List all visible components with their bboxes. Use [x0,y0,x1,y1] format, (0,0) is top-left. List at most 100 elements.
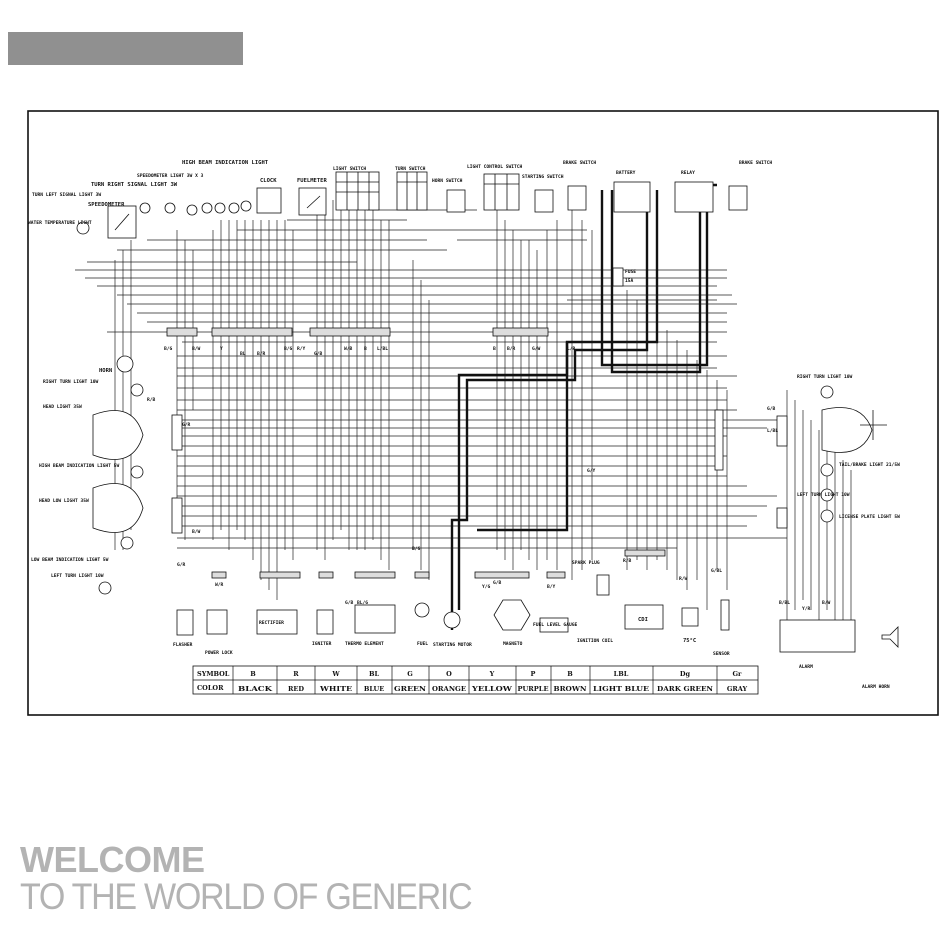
legend-color: BLUE [364,685,384,693]
wire-code: R/Y [297,346,306,352]
label-flasher: FLASHER [173,642,193,648]
legend-color: DARK GREEN [657,685,713,693]
wire-code: B/R [257,351,266,357]
legend-symbol: Dg [680,670,691,678]
label-fuel-level-gauge: FUEL LEVEL GAUGE [533,622,577,628]
wire-code: R/B [623,558,632,564]
label-light-switch: LIGHT SWITCH [333,166,366,172]
label-left-turn-light-front: LEFT TURN LIGHT 10W [51,573,104,579]
wire-code: L/R [567,346,576,352]
wire-code: G/Y [587,468,596,474]
wire-code: G/R [177,562,186,568]
label-right-turn-light-rear: RIGHT TURN LIGHT 10W [797,374,853,380]
wire-code: B/G [164,346,173,352]
wire-code: G/B [493,580,502,586]
label-spark-plug: SPARK PLUG [572,560,600,566]
wire-code: B/G [412,546,421,552]
legend-symbol: B [567,670,573,678]
label-starting-motor: STARTING MOTOR [433,642,472,648]
legend-symbol: B [250,670,256,678]
legend-color: RED [288,685,304,693]
label-turn-right-signal: TURN RIGHT SIGNAL LIGHT 3W [91,182,178,188]
legend-color: WHITE [319,685,352,693]
component-labels: HIGH BEAM INDICATION LIGHT SPEEDOMETER L… [28,160,900,690]
legend-symbol: O [446,670,452,678]
wire-code: B/W [192,346,201,352]
legend-color: BLACK [238,685,272,693]
legend-symbol: P [531,670,536,678]
left-components [92,355,183,595]
label-high-beam-5w: HIGH BEAM INDICATION LIGHT 5W [39,463,119,469]
label-low-beam-indication: LOW BEAM INDICATION LIGHT 5W [31,557,109,563]
footer-welcome: WELCOME [20,839,205,880]
wiring-diagram-svg: HIGH BEAM INDICATION LIGHT SPEEDOMETER L… [27,110,939,716]
label-horn-switch: HORN SWITCH [432,178,463,184]
wire-code: B/W [192,529,201,535]
footer-tagline: TO THE WORLD OF GENERIC [20,876,473,917]
label-ignition-coil: IGNITION COIL [577,638,613,644]
wire-code: B [364,346,367,352]
label-license-plate-light: LICENSE PLATE LIGHT 5W [839,514,900,520]
legend-symbol: Y [489,670,495,678]
label-right-turn-light-front: RIGHT TURN LIGHT 10W [43,379,99,385]
wire-code: BL [240,351,246,357]
bottom-components [176,574,899,653]
label-cdi: CDI [638,617,648,623]
wire-code: R/W [679,576,688,582]
footer: WELCOME TO THE WORLD OF GENERIC [20,842,511,916]
label-ignitor: IGNITER [312,641,332,647]
label-fuse: FUSE [625,269,636,275]
legend-color: GREEN [394,685,426,693]
label-tail-brake-light: TAIL/BRAKE LIGHT 21/5W [839,462,900,468]
right-components [714,385,887,529]
label-head-light: HEAD LIGHT 35W [43,404,82,410]
legend-symbol: R [293,670,299,678]
wire-code: B/G [284,346,293,352]
label-brake-switch-right: BRAKE SWITCH [739,160,772,166]
color-legend-table: SYMBOL COLOR B R W BL G O Y P B LBL Dg G… [192,665,759,695]
legend-color: PURPLE [518,685,549,693]
legend-color: BROWN [554,685,587,693]
legend-symbol: G [407,670,413,678]
label-turn-switch: TURN SWITCH [395,166,426,172]
label-alarm: ALARM [799,664,813,670]
label-turn-left-signal: TURN LEFT SIGNAL LIGHT 3W [32,192,101,198]
legend-color: GRAY [727,685,748,693]
legend-symbol: Gr [733,670,743,678]
label-temp-sensor: 75°C [683,638,696,644]
label-brake-switch-left: BRAKE SWITCH [563,160,596,166]
legend-symbol-label: SYMBOL [197,670,230,678]
wire-code: L/BL [767,428,778,434]
label-light-control-switch: LIGHT CONTROL SWITCH [467,164,523,170]
label-clock: CLOCK [260,178,277,184]
label-left-turn-light-rear: LEFT TURN LIGHT 10W [797,492,850,498]
label-fuse-rating: 15A [625,278,634,284]
top-components [76,171,748,287]
label-water-temp: WATER TEMPERATURE LIGHT [28,220,92,226]
label-starting-switch: STARTING SWITCH [522,174,564,180]
legend-color: LIGHT BLUE [593,685,649,693]
wire-code: G/B [314,351,323,357]
wiring-diagram: HIGH BEAM INDICATION LIGHT SPEEDOMETER L… [27,110,939,716]
wire-code: Y [220,346,223,352]
label-sensor: SENSOR [713,651,730,657]
legend-color: ORANGE [432,685,466,693]
wire-code: W/R [215,582,224,588]
label-speedometer-light: SPEEDOMETER LIGHT 3W X 3 [137,173,204,179]
legend-color-label: COLOR [197,684,224,692]
label-horn: HORN [99,368,112,374]
label-speedometer: SPEEDOMETER [88,202,125,208]
wire-code: W/B [344,346,353,352]
wire-code: B/R [507,346,516,352]
label-head-low-light: HEAD LOW LIGHT 35W [39,498,89,504]
legend-symbol: LBL [614,670,629,678]
label-power-lock: POWER LOCK [205,650,233,656]
wire-code: B/W [822,600,831,606]
wire-code: B/BL [779,600,790,606]
wire-code: R/B [147,397,156,403]
label-fuel-meter: FUELMETER [297,178,327,184]
label-battery: BATTERY [616,170,636,176]
label-alarm-horn: ALARM HORN [862,684,890,690]
legend-symbol: BL [369,670,379,678]
wire-code: G/R [182,422,191,428]
